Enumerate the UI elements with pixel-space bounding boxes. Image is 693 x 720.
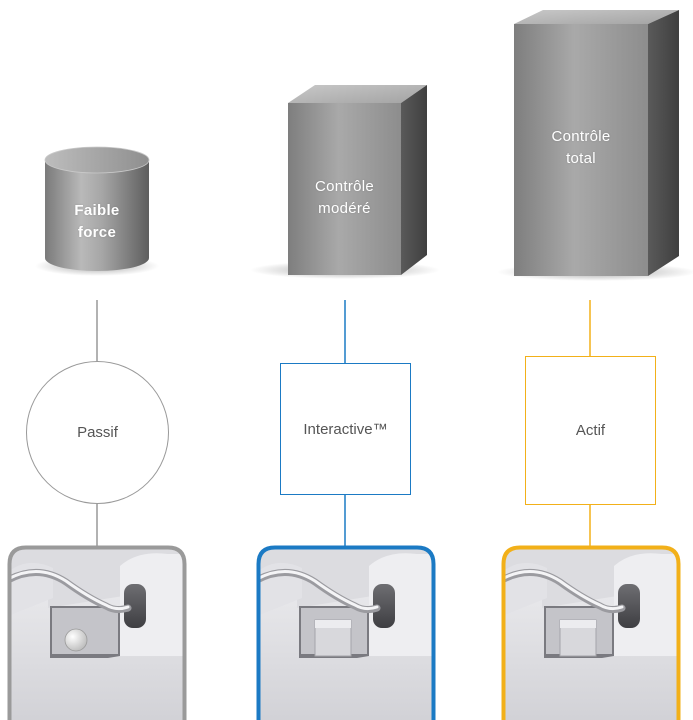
solid-label-moderate-control: Contrôle modéré [288, 176, 401, 220]
solid-label-line-2: force [77, 224, 117, 241]
mode-node-active: Actif [525, 356, 656, 505]
clip-photo-active [501, 545, 681, 720]
solid-label-line-1: Contrôle [314, 178, 375, 195]
solid-label-total-control: Contrôle total [514, 126, 648, 170]
clip-photo-interactive [256, 545, 436, 720]
mode-label-passive: Passif [77, 424, 118, 441]
solid-label-low-force: Faible force [45, 200, 149, 244]
solid-total-control [497, 10, 693, 281]
solid-label-line-1: Contrôle [551, 128, 611, 145]
solid-label-line-2: total [566, 150, 596, 167]
clip-photo-passive [7, 545, 187, 720]
solid-label-line-2: modéré [318, 200, 371, 217]
mode-node-interactive: Interactive™ [280, 363, 411, 495]
solid-low-force [35, 146, 159, 276]
solid-label-line-1: Faible [74, 202, 120, 219]
solid-moderate-control [250, 85, 440, 279]
connectors [96, 300, 591, 546]
mode-node-passive: Passif [26, 361, 169, 504]
mode-label-active: Actif [575, 422, 606, 439]
mode-label-interactive: Interactive™ [303, 420, 388, 438]
clip-illustrations [7, 545, 681, 720]
